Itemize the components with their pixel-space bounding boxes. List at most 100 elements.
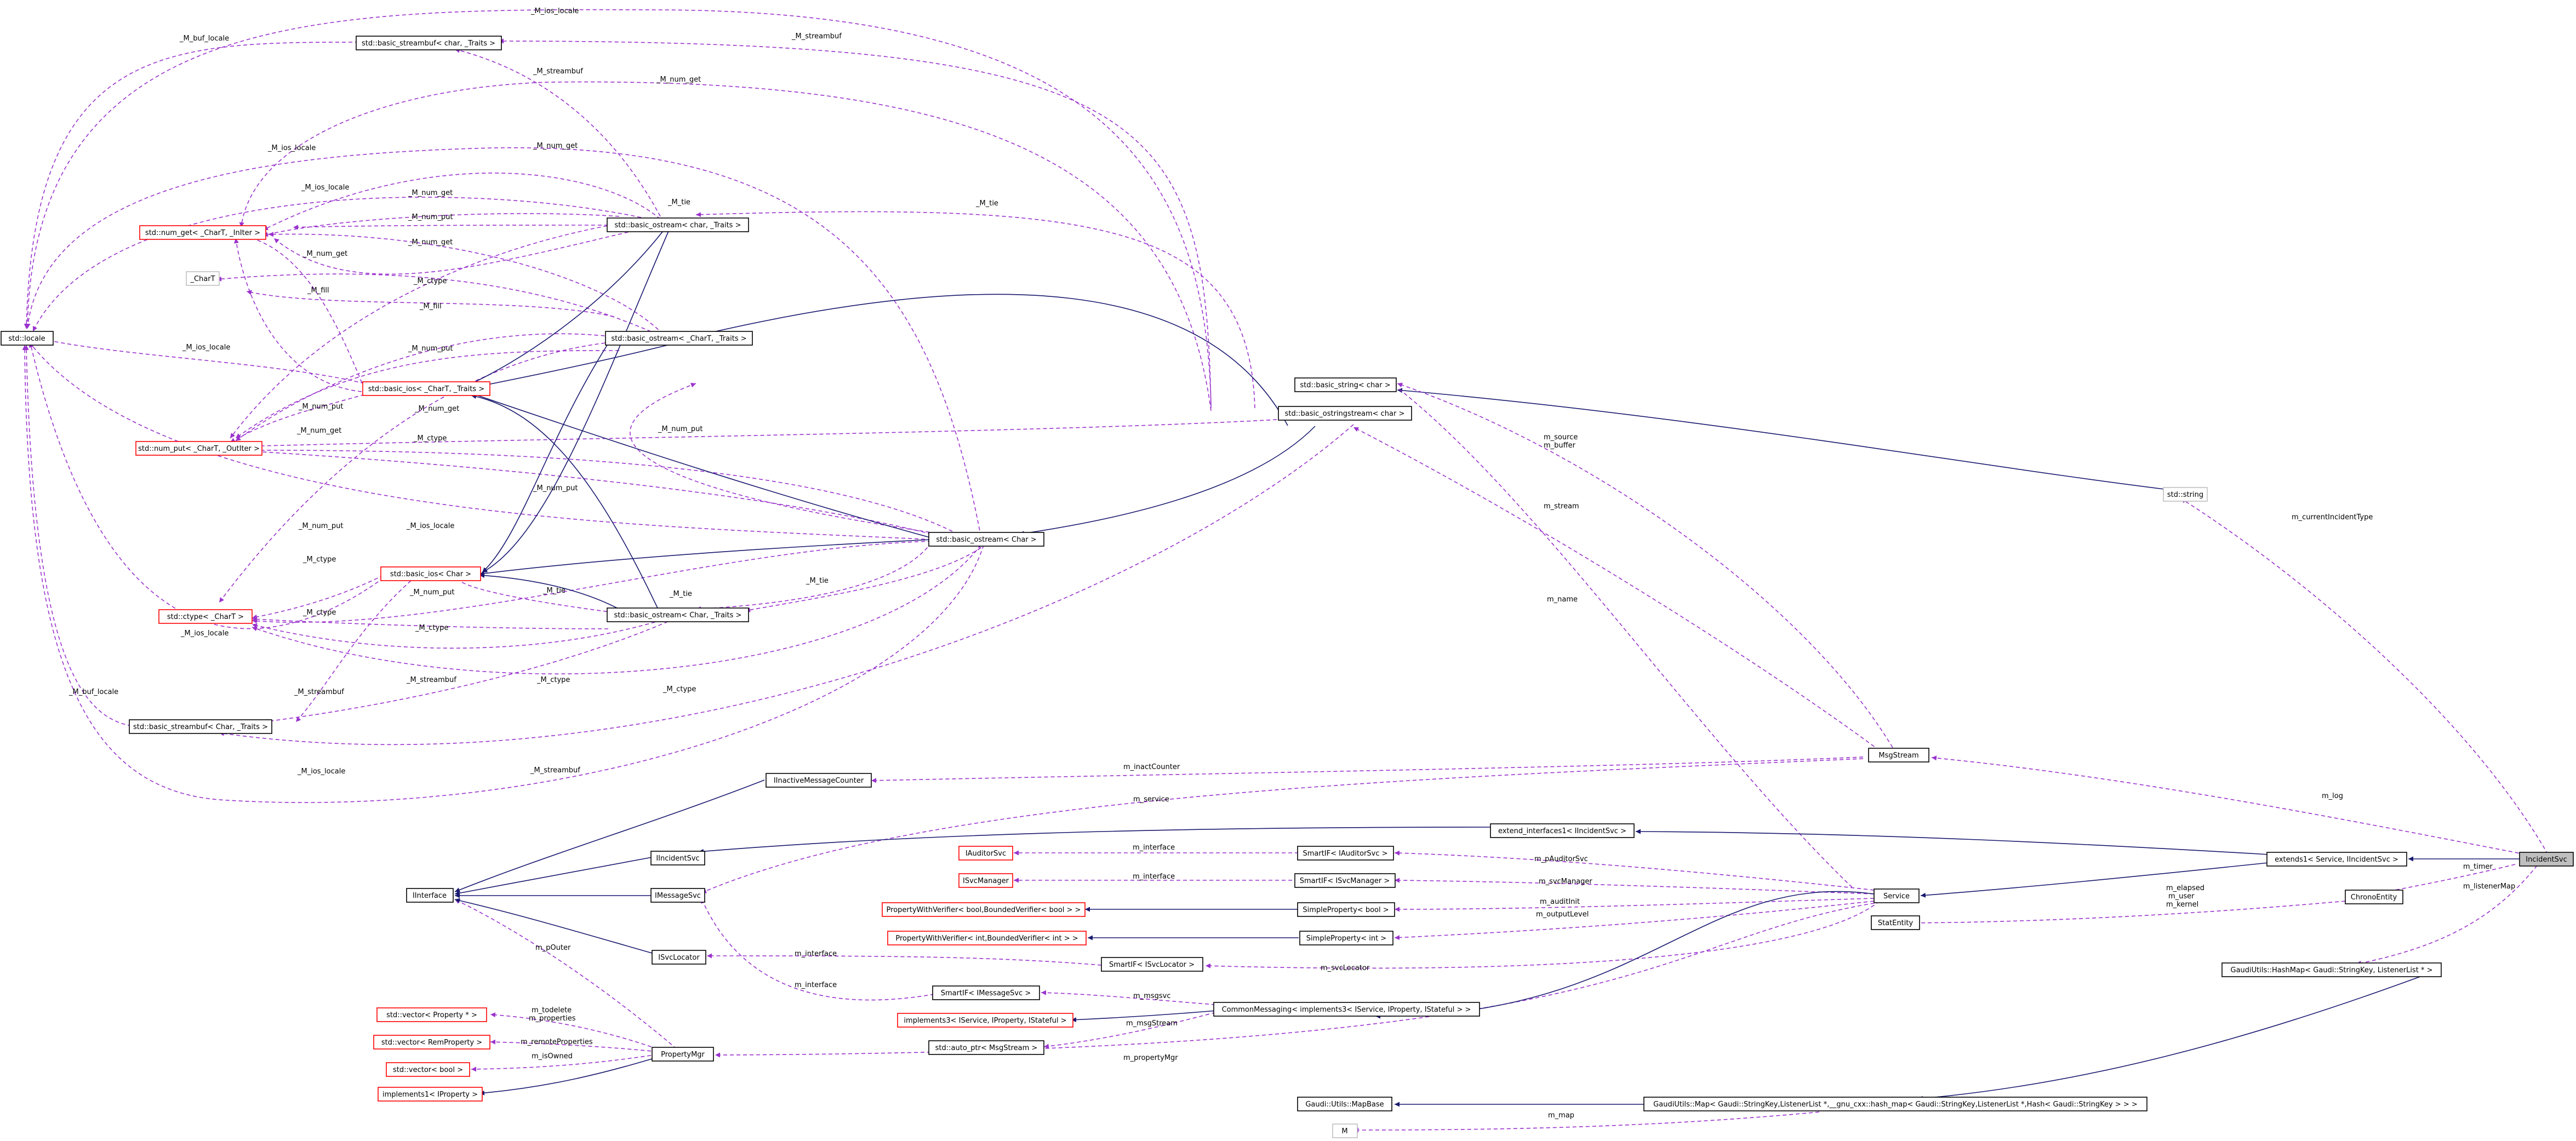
svg-text:std::basic_ios< Char >: std::basic_ios< Char > — [390, 570, 471, 578]
edge-ios-locale-5 — [27, 339, 932, 540]
edge-label: m_propertyMgr — [1123, 1054, 1178, 1062]
node-isvclocator[interactable]: ISvcLocator — [652, 950, 706, 965]
node-ostringstream[interactable]: std::basic_ostringstream< char > — [1278, 406, 1412, 421]
node-gaudiutils-map[interactable]: GaudiUtils::Map< Gaudi::StringKey,Listen… — [1643, 1097, 2147, 1111]
node-num-get[interactable]: std::num_get< _CharT, _InIter > — [139, 225, 266, 240]
edge-label: _M_tie — [667, 198, 690, 207]
node-mapbase[interactable]: Gaudi::Utils::MapBase — [1297, 1097, 1392, 1111]
node-pwv-int[interactable]: PropertyWithVerifier< int,BoundedVerifie… — [887, 931, 1087, 945]
svg-text:CommonMessaging< implements3<: CommonMessaging< implements3< IService, … — [1222, 1006, 1471, 1014]
node-num-put[interactable]: std::num_put< _CharT, _OutIter > — [135, 441, 262, 456]
edge-ctype-2 — [219, 339, 658, 603]
node-chart[interactable]: _CharT — [186, 271, 220, 286]
edge-label: _M_num_get — [408, 238, 453, 246]
node-basic-ostream-char[interactable]: std::basic_ostream< Char > — [928, 532, 1044, 547]
edge-ios-locale-6 — [28, 342, 384, 629]
node-ostream-chart-traits[interactable]: std::basic_ostream< _CharT, _Traits > — [605, 331, 753, 346]
svg-text:Service: Service — [1883, 892, 1910, 901]
edge-buf-locale-top — [24, 42, 359, 329]
node-iincidentsvc[interactable]: IIncidentSvc — [650, 851, 705, 865]
edge-label: m_user — [2168, 892, 2195, 901]
edge-inh-ostreamCharT-iosChar — [479, 573, 620, 610]
svg-text:SmartIF< ISvcLocator >: SmartIF< ISvcLocator > — [1109, 961, 1195, 969]
edge-m-pauditorsvc — [1394, 850, 1875, 891]
node-vector-property[interactable]: std::vector< Property * > — [376, 1007, 487, 1022]
svg-text:extends1< Service, IIncidentSv: extends1< Service, IIncidentSvc > — [2275, 856, 2398, 864]
edge-tie-1 — [695, 211, 1255, 409]
node-basic-string-char[interactable]: std::basic_string< char > — [1294, 377, 1397, 392]
edge-label: _M_ctype — [415, 624, 448, 632]
edge-inh-extends1-service — [1920, 862, 2269, 898]
edge-inh-service-commonmessaging — [1375, 891, 1875, 1019]
node-isvcmanager[interactable]: ISvcManager — [958, 873, 1013, 888]
svg-text:SimpleProperty< bool >: SimpleProperty< bool > — [1303, 906, 1389, 914]
edge-m-elapsed — [1890, 901, 2346, 926]
node-imessagesvc[interactable]: IMessageSvc — [650, 888, 705, 903]
node-propertymgr[interactable]: PropertyMgr — [652, 1047, 714, 1062]
node-incidentsvc[interactable]: IncidentSvc — [2519, 852, 2574, 867]
node-implements1[interactable]: implements1< IProperty > — [378, 1087, 483, 1102]
svg-text:std::basic_ostream< Char >: std::basic_ostream< Char > — [936, 536, 1036, 544]
edge-m-remoteproperties — [490, 1039, 658, 1052]
node-implements3[interactable]: implements3< IService, IProperty, IState… — [897, 1013, 1073, 1028]
node-auto-ptr-msgstream[interactable]: std::auto_ptr< MsgStream > — [928, 1040, 1044, 1055]
node-smartif-svcmanager[interactable]: SmartIF< ISvcManager > — [1294, 873, 1396, 888]
edge-inh-hashmap-map — [1917, 973, 2428, 1101]
node-m[interactable]: M — [1332, 1123, 1358, 1138]
edge-inh-string-basicstring — [1397, 388, 2165, 490]
edge-m-todelete-properties — [490, 1012, 658, 1050]
edge-inh-inactive-iinterface — [454, 779, 765, 892]
node-ostream-char-traits[interactable]: std::basic_ostream< char, _Traits > — [607, 217, 749, 232]
edge-inh-iincident-iinterface — [454, 857, 653, 896]
node-ctype[interactable]: std::ctype< _CharT > — [158, 609, 253, 624]
node-pwv-bool[interactable]: PropertyWithVerifier< bool,BoundedVerifi… — [882, 902, 1086, 917]
node-service[interactable]: Service — [1874, 888, 1920, 903]
node-vector-bool[interactable]: std::vector< bool > — [386, 1062, 470, 1077]
svg-text:std::locale: std::locale — [8, 335, 45, 343]
edge-label: _M_ctype — [413, 434, 447, 443]
node-simpleproperty-int[interactable]: SimpleProperty< int > — [1299, 931, 1393, 945]
node-hashmap[interactable]: GaudiUtils::HashMap< Gaudi::StringKey, L… — [2221, 962, 2442, 977]
svg-text:PropertyMgr: PropertyMgr — [661, 1051, 705, 1059]
edge-tie-5 — [745, 547, 981, 612]
node-chronoentity[interactable]: ChronoEntity — [2345, 890, 2403, 904]
edge-label: m_stream — [1544, 502, 1579, 511]
edge-label: _M_streambuf — [406, 676, 456, 684]
node-iauditorsvc[interactable]: IAuditorSvc — [958, 846, 1013, 861]
node-smartif-auditorsvc[interactable]: SmartIF< IAuditorSvc > — [1297, 846, 1394, 861]
node-msgstream[interactable]: MsgStream — [1868, 748, 1929, 762]
edge-m-svcmanager — [1394, 878, 1875, 895]
edge-ctype-6 — [252, 616, 675, 649]
node-inactive-message-counter[interactable]: IInactiveMessageCounter — [766, 773, 872, 788]
edge-streambuf-top — [498, 38, 1212, 409]
node-basic-ios-chart-traits[interactable]: std::basic_ios< _CharT, _Traits > — [362, 381, 490, 396]
svg-text:std::basic_string< char >: std::basic_string< char > — [1300, 381, 1390, 389]
edge-m-interface-3 — [706, 953, 1102, 966]
node-streambuf-char-traits-top[interactable]: std::basic_streambuf< char, _Traits > — [356, 36, 502, 50]
node-ostream-char-traits-2[interactable]: std::basic_ostream< Char, _Traits > — [607, 607, 749, 622]
node-simpleproperty-bool[interactable]: SimpleProperty< bool > — [1297, 902, 1395, 917]
edge-m-name — [1391, 383, 1853, 888]
edge-label: m_service — [1133, 795, 1169, 804]
node-smartif-svclocator[interactable]: SmartIF< ISvcLocator > — [1101, 957, 1203, 972]
node-std-string[interactable]: std::string — [2163, 487, 2208, 502]
node-extends1[interactable]: extends1< Service, IIncidentSvc > — [2266, 852, 2407, 867]
edge-m-current-incident — [2180, 498, 2549, 855]
node-smartif-msgsvc[interactable]: SmartIF< IMessageSvc > — [932, 985, 1040, 1000]
node-basic-ios-char[interactable]: std::basic_ios< Char > — [380, 566, 481, 581]
edge-num-get-4 — [233, 238, 362, 392]
edge-inh-ostreamCT-ios — [471, 343, 675, 389]
edge-m-outputlevel — [1394, 901, 1875, 941]
node-commonmessaging[interactable]: CommonMessaging< implements3< IService, … — [1213, 1002, 1480, 1017]
node-iinterface[interactable]: IInterface — [406, 888, 454, 903]
node-std-locale[interactable]: std::locale — [1, 331, 54, 346]
node-vector-remproperty[interactable]: std::vector< RemProperty > — [373, 1035, 490, 1050]
edge-label: m_interface — [795, 981, 837, 989]
node-streambuf-char-traits[interactable]: std::basic_streambuf< Char, _Traits > — [129, 719, 272, 734]
edge-ctype-3 — [252, 541, 932, 624]
node-statentity[interactable]: StatEntity — [1871, 915, 1920, 930]
edge-inh-propertymgr-implements1 — [479, 1057, 658, 1096]
node-extend-interfaces[interactable]: extend_interfaces1< IIncidentSvc > — [1490, 823, 1635, 838]
edge-label: _M_fill — [419, 302, 442, 311]
edge-label: m_log — [2322, 792, 2343, 800]
